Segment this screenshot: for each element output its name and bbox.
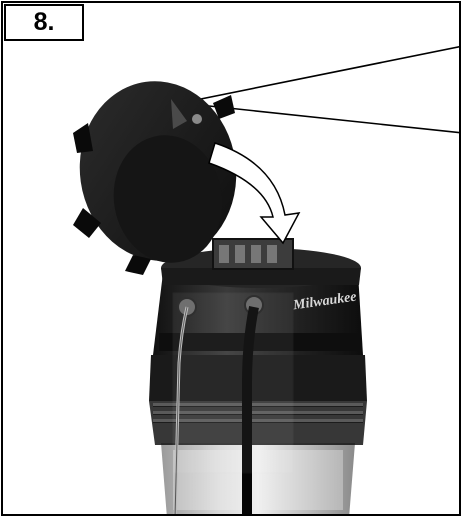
overlay-panel: [172, 292, 294, 474]
left-wire: [173, 306, 189, 514]
product-illustration: Milwaukee: [73, 45, 459, 514]
close-cap-arrow: [208, 142, 301, 245]
figure-frame: 8.: [1, 1, 461, 516]
opened-cap: [73, 81, 237, 275]
top-housing: [161, 238, 361, 288]
lower-body-section: [149, 355, 367, 445]
power-cord: [242, 306, 259, 514]
step-number-box: 8.: [4, 4, 84, 41]
main-body: Milwaukee: [153, 273, 363, 355]
lens-diffuser: [161, 443, 355, 514]
step-number-label: 8.: [33, 8, 55, 36]
callout-lines: [180, 45, 459, 134]
